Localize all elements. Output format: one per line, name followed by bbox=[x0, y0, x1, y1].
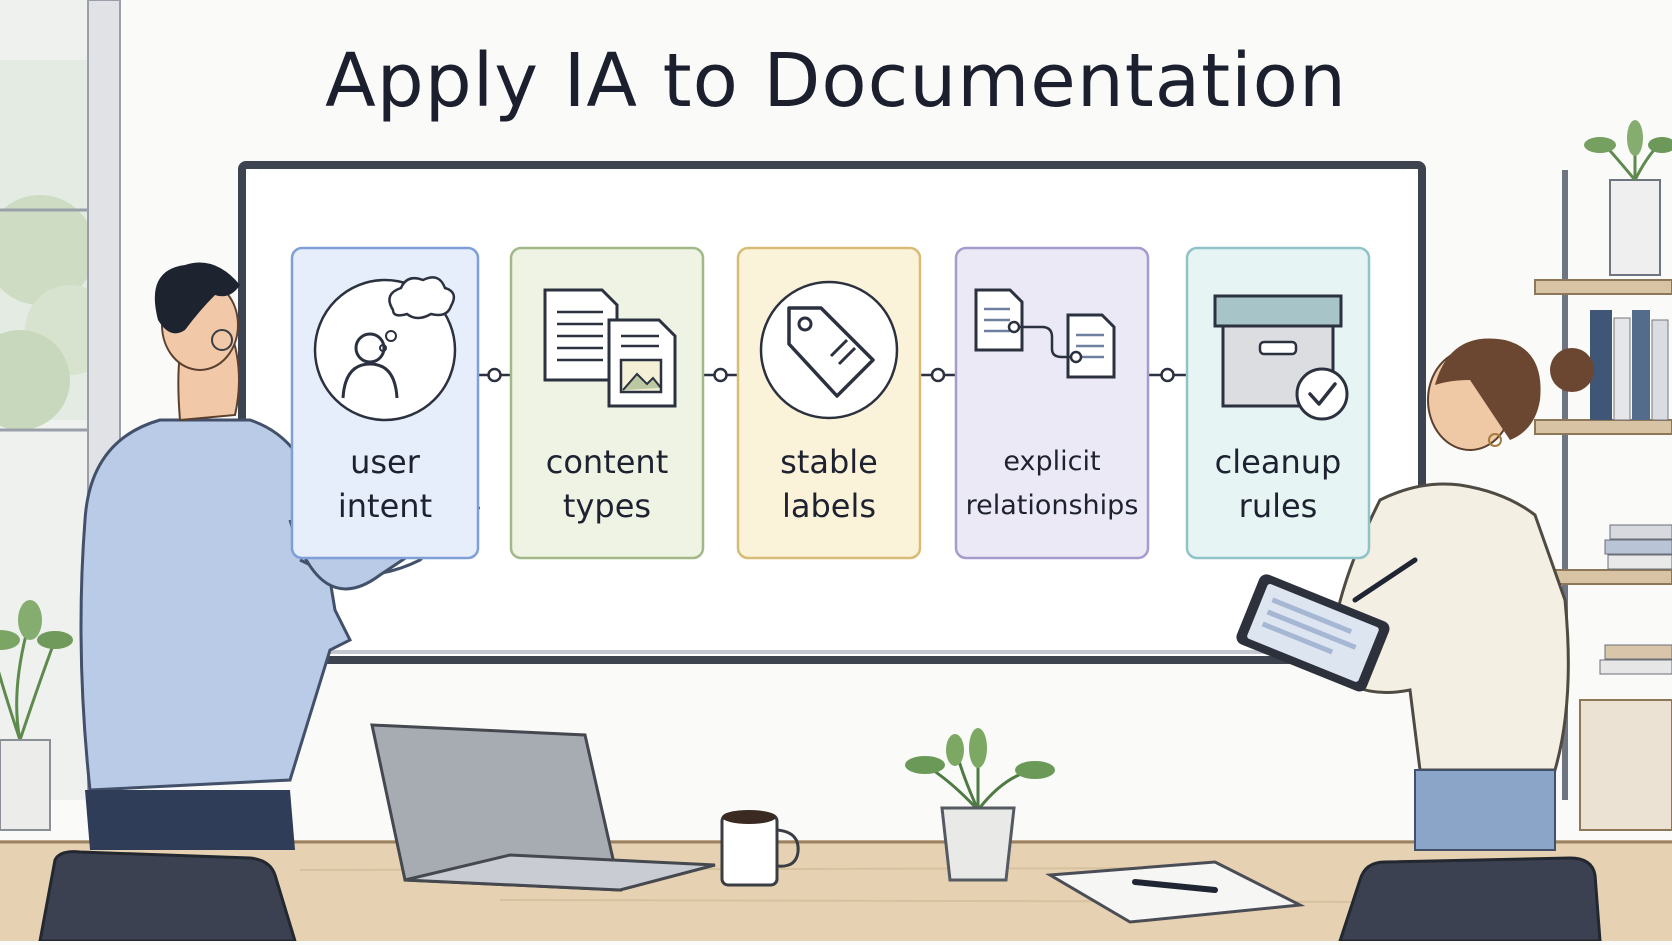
step-label-line1: cleanup bbox=[1214, 443, 1342, 481]
archive-box-check-icon bbox=[1213, 294, 1349, 421]
step-label: content types bbox=[491, 440, 723, 528]
step-label-line2: rules bbox=[1238, 487, 1318, 525]
step-label-line1: content bbox=[545, 443, 669, 481]
bookshelf bbox=[1534, 120, 1672, 831]
connector-node bbox=[1160, 367, 1175, 383]
tag-icon bbox=[759, 280, 899, 420]
connector-node bbox=[487, 367, 502, 383]
step-label-line1: user bbox=[350, 443, 420, 481]
user-thought-icon bbox=[313, 276, 457, 422]
plant-left bbox=[0, 600, 73, 831]
step-label-line2: relationships bbox=[965, 490, 1139, 521]
window bbox=[0, 0, 121, 801]
chairs bbox=[38, 850, 1602, 943]
step-card bbox=[1185, 246, 1371, 560]
person-right bbox=[1236, 338, 1594, 851]
step-card bbox=[290, 246, 480, 560]
step-label-line2: types bbox=[562, 487, 652, 525]
step-card bbox=[736, 246, 922, 560]
step-card bbox=[509, 246, 705, 560]
step-label: cleanup rules bbox=[1167, 440, 1389, 528]
connector-node bbox=[930, 367, 946, 383]
laptop bbox=[370, 723, 716, 892]
step-label: stable labels bbox=[718, 440, 940, 528]
linked-documents-icon bbox=[974, 288, 1116, 379]
step-label-line1: explicit bbox=[1003, 446, 1101, 477]
notebook bbox=[1045, 860, 1306, 924]
page-title: Apply IA to Documentation bbox=[325, 38, 1347, 124]
step-label-line1: stable bbox=[780, 443, 878, 481]
person-left bbox=[79, 262, 480, 850]
step-label: user intent bbox=[272, 440, 498, 528]
step-card bbox=[954, 246, 1150, 560]
coffee-mug bbox=[720, 810, 800, 887]
desk-plant bbox=[905, 728, 1055, 882]
step-label-line2: labels bbox=[781, 487, 877, 525]
step-label: explicit relationships bbox=[936, 440, 1168, 528]
documents-icon bbox=[543, 288, 677, 408]
step-label-line2: intent bbox=[337, 487, 433, 525]
connector-node bbox=[713, 367, 728, 383]
